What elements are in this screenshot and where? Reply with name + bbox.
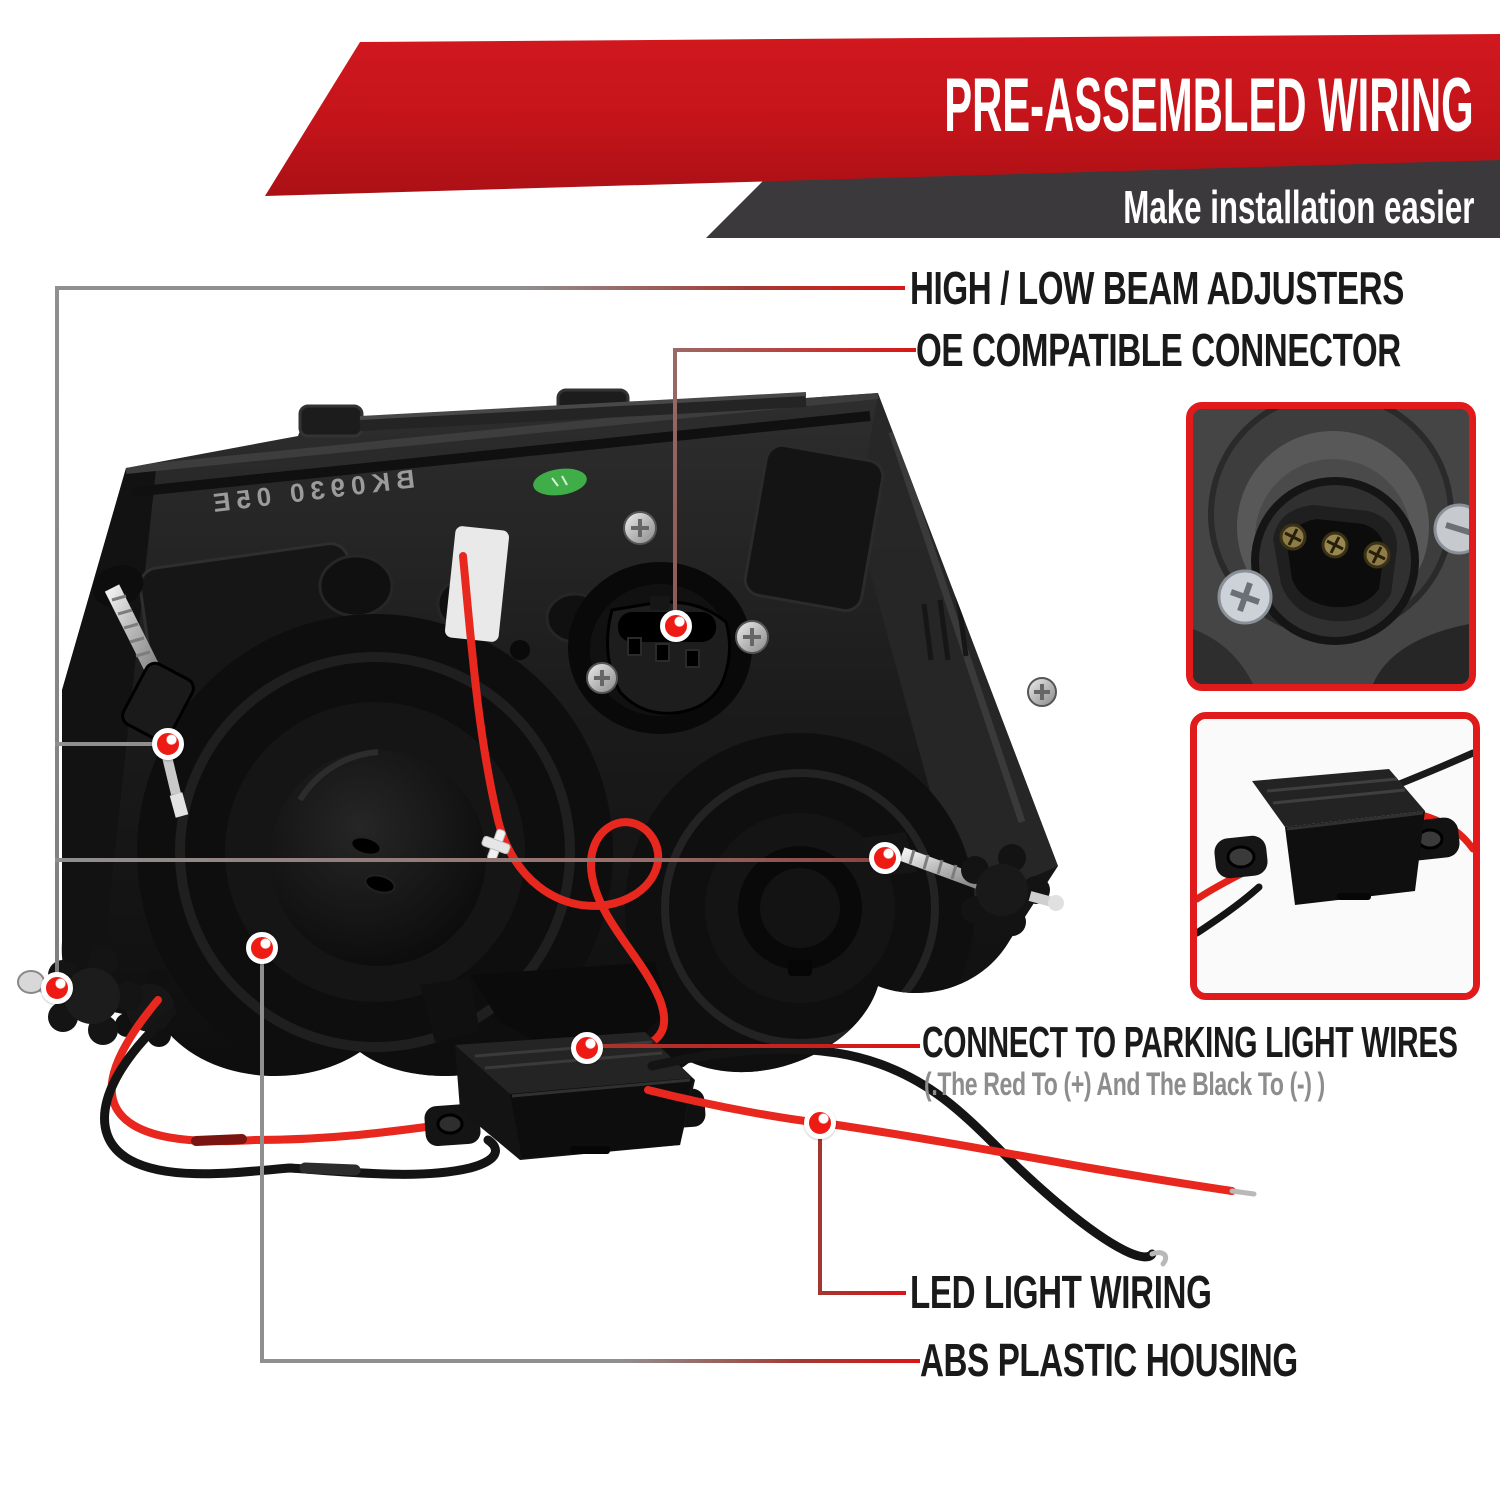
label-parking: CONNECT TO PARKING LIGHT WIRES — [922, 1018, 1458, 1067]
wiring-under — [100, 552, 669, 1179]
inset-module-box — [1252, 769, 1425, 905]
red-wire-main — [459, 552, 669, 1046]
mounting-tab-left — [298, 404, 364, 438]
callout-line-oe-vertical — [673, 348, 677, 612]
inset-connector-closeup — [1186, 402, 1476, 691]
callout-line-parking — [598, 1044, 920, 1048]
callout-line-highlow-branch1 — [55, 742, 155, 746]
housing-left-wall — [62, 468, 156, 1008]
zip-tie — [481, 828, 511, 862]
callout-line-highlow-horizontal — [55, 286, 905, 290]
label-led-wiring: LED LIGHT WIRING — [910, 1266, 1212, 1318]
connector-pins — [1279, 523, 1391, 569]
label-oe-connector: OE COMPATIBLE CONNECTOR — [916, 324, 1401, 376]
banner-subtitle-wrap: Make installation easier — [958, 180, 1474, 234]
red-wire-right — [644, 1086, 1236, 1195]
inset-screw-left — [1217, 569, 1273, 625]
inset-led-module-closeup — [1190, 712, 1480, 1000]
callout-line-abs-vertical — [260, 958, 264, 1362]
wiring-over — [644, 1044, 1257, 1267]
marker-dot-led-wiring — [804, 1107, 836, 1139]
label-abs-housing: ABS PLASTIC HOUSING — [920, 1334, 1298, 1386]
inset-black-wire-top — [1388, 749, 1473, 791]
callout-line-led-horizontal — [818, 1291, 906, 1295]
callout-line-highlow-vertical — [55, 286, 59, 976]
label-parking-sub: (.The Red To (+) And The Black To (-) ) — [924, 1066, 1325, 1102]
black-wire-tip — [1149, 1250, 1169, 1267]
inset-black-wire-left — [1197, 883, 1263, 937]
housing-recess-panel-right — [743, 443, 885, 613]
ballast-module — [424, 1032, 706, 1160]
inset-led-module-art — [1197, 719, 1473, 993]
black-wire-right — [647, 1044, 1157, 1262]
banner-red: PRE-ASSEMBLED WIRING — [265, 34, 1500, 196]
black-wire-left-loop — [100, 1007, 500, 1179]
banner-title: PRE-ASSEMBLED WIRING — [944, 63, 1474, 148]
callout-line-abs-horizontal — [260, 1359, 920, 1363]
green-qc-sticker — [533, 468, 587, 496]
callout-line-led-vertical — [818, 1134, 822, 1294]
marker-dot-oe-connector — [660, 610, 692, 642]
label-high-low: HIGH / LOW BEAM ADJUSTERS — [910, 262, 1404, 314]
inset-screw-right — [1433, 503, 1469, 555]
marker-dot-adjuster-upper — [152, 728, 184, 760]
callout-line-highlow-branch2 — [55, 858, 873, 862]
marker-dot-adjuster-right — [869, 842, 901, 874]
oe-connector-socket — [568, 562, 752, 734]
lower-bracket — [470, 962, 668, 1044]
inset-connector-art — [1193, 409, 1469, 684]
marker-dot-adjuster-lower — [41, 972, 73, 1004]
banner-subtitle: Make installation easier — [1122, 181, 1474, 233]
callout-line-oe-horizontal — [673, 348, 916, 352]
marker-dot-parking — [571, 1032, 603, 1064]
marker-dot-abs-housing — [246, 932, 278, 964]
red-wire-tip — [1229, 1188, 1257, 1197]
banner-title-wrap: PRE-ASSEMBLED WIRING — [511, 62, 1474, 149]
red-wire-left-loop — [107, 996, 452, 1146]
housing-screws — [586, 511, 1057, 707]
